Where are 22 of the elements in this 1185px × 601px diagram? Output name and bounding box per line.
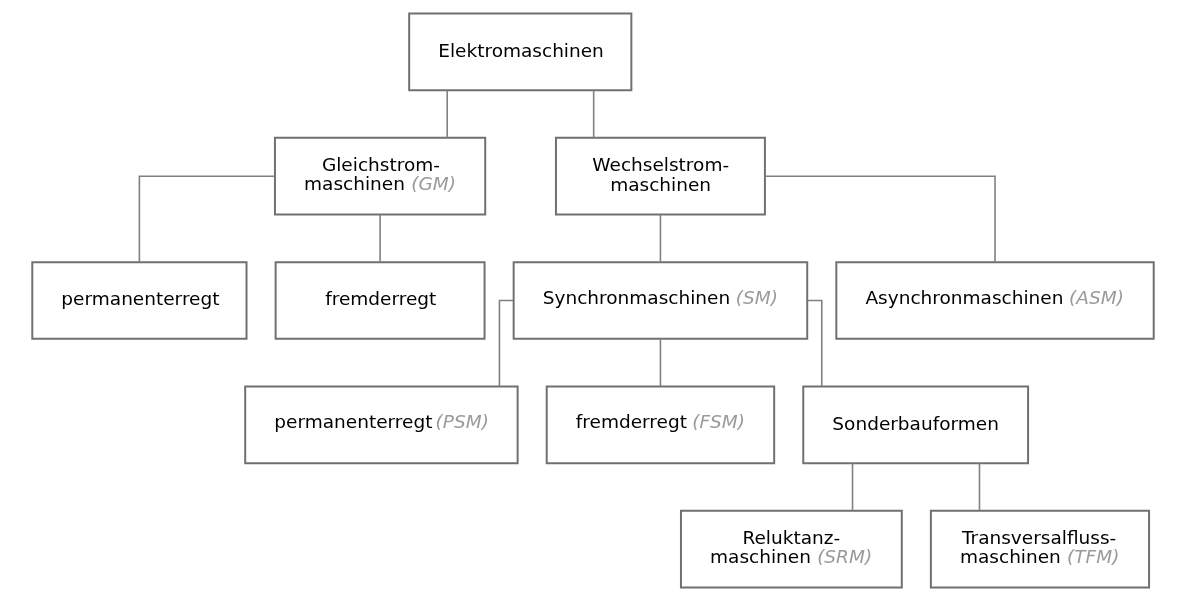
connector xyxy=(978,462,980,512)
node-box: Transversalfluss- maschinen (TFM) xyxy=(929,509,1150,589)
node-box: permanenterregt (PSM) xyxy=(243,385,519,465)
node-box: Elektromaschinen xyxy=(407,12,632,92)
node-box: Synchronmaschinen (SM) xyxy=(512,261,808,340)
connector xyxy=(659,214,661,263)
node-box: Gleichstrom- maschinen (GM) xyxy=(273,136,486,216)
connector xyxy=(498,299,514,387)
connector xyxy=(592,89,594,139)
node-box: fremderregt xyxy=(274,261,486,340)
connector xyxy=(138,175,276,263)
node-box: fremderregt (FSM) xyxy=(545,385,775,465)
connector xyxy=(378,214,381,263)
node-box: Reluktanz- maschinen (SRM) xyxy=(679,509,903,589)
node-box: permanenterregt xyxy=(30,261,247,340)
node-box: Wechselstrom- maschinen xyxy=(554,136,766,216)
connector xyxy=(445,89,448,139)
node-box: Asynchronmaschinen (ASM) xyxy=(834,261,1155,340)
connector xyxy=(851,462,853,512)
connector xyxy=(763,175,996,263)
node-box: Sonderbauformen xyxy=(801,385,1029,465)
connector xyxy=(659,338,661,387)
